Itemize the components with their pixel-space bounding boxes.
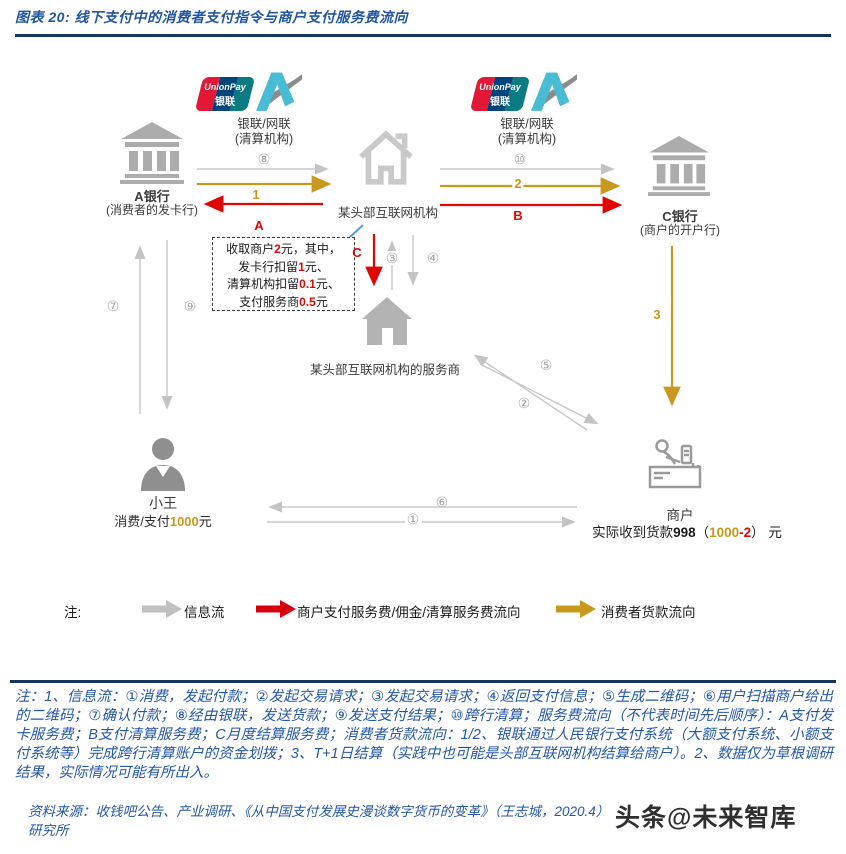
legend-fee-arrow-icon xyxy=(256,600,296,618)
bank-icon xyxy=(120,122,184,184)
bank-c-sub: (商户的开户行) xyxy=(640,223,720,237)
fee-l3-num: 0.1 xyxy=(299,277,316,291)
service-provider-label: 某头部互联网机构的服务商 xyxy=(309,363,461,377)
figure-title: 图表 20: 线下支付中的消费者支付指令与商户支付服务费流向 xyxy=(15,9,409,25)
fee-l1-text2: 元，其中， xyxy=(280,242,341,256)
merchant-recv-net: 998 xyxy=(673,525,696,540)
clearing-right-name: 银联/网联 xyxy=(500,117,554,131)
consumer-pay-line: 消费/支付1000元 xyxy=(114,511,212,530)
notes-divider xyxy=(10,680,836,683)
fee-l4-text2: 元 xyxy=(315,294,328,309)
consumer-pay-amount: 1000 xyxy=(169,514,199,529)
step-10: ⑩ xyxy=(513,151,527,167)
callout-slash xyxy=(348,224,364,239)
notes-paragraph: 注：1、信息流：①消费，发起付款；②发起交易请求；③发起交易请求；④返回支付信息… xyxy=(15,689,833,781)
fee-l4-num: 0.5 xyxy=(299,294,316,309)
bank-icon xyxy=(648,136,710,196)
clearing-left-sub: (清算机构) xyxy=(234,132,294,146)
merchant-name: 商户 xyxy=(666,508,694,523)
funds-step-1: 1 xyxy=(252,187,260,202)
fee-l2-text: 发卡行扣留 xyxy=(238,259,299,274)
step-2: ② xyxy=(517,395,531,411)
consumer-pay-suffix: 元 xyxy=(198,514,212,529)
consumer-pay-prefix: 消费/支付 xyxy=(114,514,170,529)
fee-l3-text2: 元、 xyxy=(315,277,340,291)
internet-org-label: 某头部互联网机构 xyxy=(337,206,439,220)
fee-line-4: 支付服务商0.5元 xyxy=(213,294,354,312)
unionpay-logo: UnionPay 银联 xyxy=(469,77,531,111)
step-4: ④ xyxy=(426,250,440,266)
fee-step-a: A xyxy=(254,218,264,233)
fee-line-1: 收取商户2元，其中， xyxy=(213,241,354,259)
unionpay-logo: UnionPay 银联 xyxy=(194,77,256,111)
legend-fee-label: 商户支付服务费/佣金/清算服务费流向 xyxy=(297,605,521,620)
legend-funds-label: 消费者货款流向 xyxy=(601,605,696,620)
step-3: ③ xyxy=(383,250,401,266)
step-8: ⑧ xyxy=(257,151,271,167)
fee-l2-num: 1 xyxy=(298,259,305,274)
unionpay-wordmark: UnionPay xyxy=(204,82,246,92)
step-7: ⑦ xyxy=(106,298,120,314)
step-9: ⑨ xyxy=(183,298,197,314)
clearing-right-sub: (清算机构) xyxy=(497,132,557,146)
fee-breakdown-box: 收取商户2元，其中， 发卡行扣留1元、 清算机构扣留0.1元、 支付服务商0.5… xyxy=(212,237,355,311)
title-divider xyxy=(15,34,831,37)
merchant-recv-prefix: 实际收到货款 xyxy=(592,525,674,540)
fee-l2-text2: 元、 xyxy=(304,259,329,274)
bank-a-name: A银行 xyxy=(134,189,170,204)
legend-info-arrow-icon xyxy=(142,600,182,618)
netsunion-logo-icon xyxy=(531,72,577,111)
netsunion-logo-icon xyxy=(256,72,302,111)
unionpay-cn: 银联 xyxy=(215,97,235,108)
service-provider-icon xyxy=(362,297,412,345)
fee-l1-text: 收取商户 xyxy=(226,242,275,256)
unionpay-cn: 银联 xyxy=(490,97,510,108)
step-5: ⑤ xyxy=(539,357,553,373)
fee-line-2: 发卡行扣留1元、 xyxy=(213,259,354,277)
fee-step-b: B xyxy=(513,208,523,223)
unionpay-wordmark: UnionPay xyxy=(479,82,521,92)
fee-l4-text: 支付服务商 xyxy=(239,294,300,309)
internet-org-icon xyxy=(359,130,413,185)
paren-open: （ xyxy=(695,525,710,540)
legend-funds-arrow-icon xyxy=(556,600,596,618)
legend-prefix: 注: xyxy=(64,605,82,620)
paren-close: ） xyxy=(751,525,765,540)
merchant-recv-fee: -2 xyxy=(739,525,752,540)
fee-line-3: 清算机构扣留0.1元、 xyxy=(213,276,354,294)
bank-a-sub: (消费者的发卡行) xyxy=(106,203,198,217)
fee-step-c: C xyxy=(352,245,362,260)
merchant-recv-suffix: 元 xyxy=(764,525,782,540)
step-6: ⑥ xyxy=(435,494,449,510)
clearing-left-name: 银联/网联 xyxy=(237,117,291,131)
merchant-icon xyxy=(648,439,702,489)
merchant-recv-gross: 1000 xyxy=(709,525,740,540)
step-1: ① xyxy=(404,511,422,527)
bank-c-name: C银行 xyxy=(662,209,698,224)
source-line-2: 研究所 xyxy=(28,823,69,838)
consumer-name: 小王 xyxy=(149,495,177,511)
funds-step-2: 2 xyxy=(512,176,524,191)
merchant-received-line: 实际收到货款998（1000-2） 元 xyxy=(592,521,782,541)
source-line-1: 资料来源：收钱吧公告、产业调研、《从中国支付发展史漫谈数字货币的变革》（王志城，… xyxy=(28,804,610,819)
legend-info-label: 信息流 xyxy=(184,605,225,620)
watermark: 头条@未来智库 xyxy=(615,804,797,832)
fee-l3-text: 清算机构扣留 xyxy=(227,277,300,291)
funds-step-3: 3 xyxy=(653,307,661,322)
consumer-icon xyxy=(141,438,185,491)
fee-l1-num: 2 xyxy=(274,242,281,256)
